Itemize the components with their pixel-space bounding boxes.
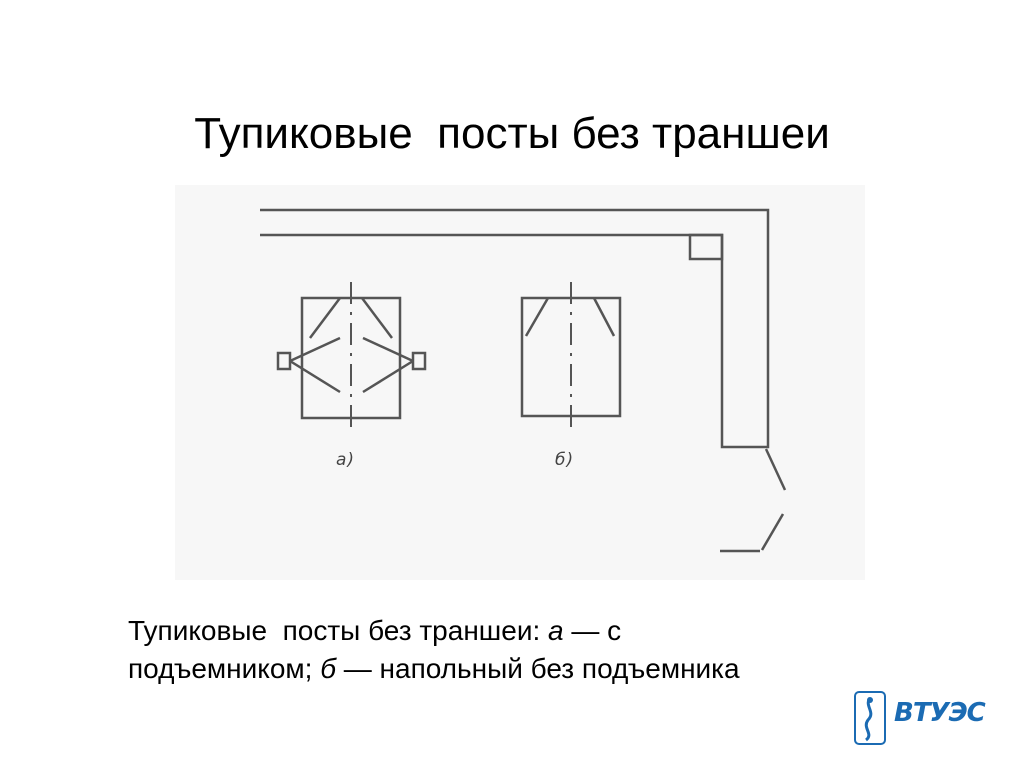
figure-caption: Тупиковые посты без траншеи: а — с подъе…: [128, 612, 898, 688]
lift-left: [276, 351, 292, 371]
figure-label-a: а): [336, 450, 356, 470]
caption-line2-start: подъемником;: [128, 653, 321, 684]
university-logo: ВТУЭС: [852, 688, 986, 748]
inner-wall: [260, 233, 762, 449]
gate-leaf-upper: [764, 448, 787, 491]
outer-wall: [260, 208, 770, 449]
lift-right: [411, 351, 427, 371]
slide-title: Тупиковые посты без траншеи: [194, 109, 830, 158]
logo-emblem-icon: [854, 691, 886, 745]
caption-prefix: Тупиковые посты без траншеи:: [128, 615, 549, 646]
column: [688, 233, 724, 261]
gate-leaf-lower: [760, 513, 785, 551]
logo-text: ВТУЭС: [894, 698, 986, 728]
caption-a-text: — с: [563, 615, 622, 646]
caption-b-text: — напольный без подъемника: [335, 653, 740, 684]
caption-b-letter: б: [320, 653, 336, 684]
caption-a-letter: а: [548, 615, 564, 646]
figure-label-b: б): [555, 450, 575, 470]
post-a-rect: [300, 296, 402, 420]
figure-area: [175, 185, 865, 580]
